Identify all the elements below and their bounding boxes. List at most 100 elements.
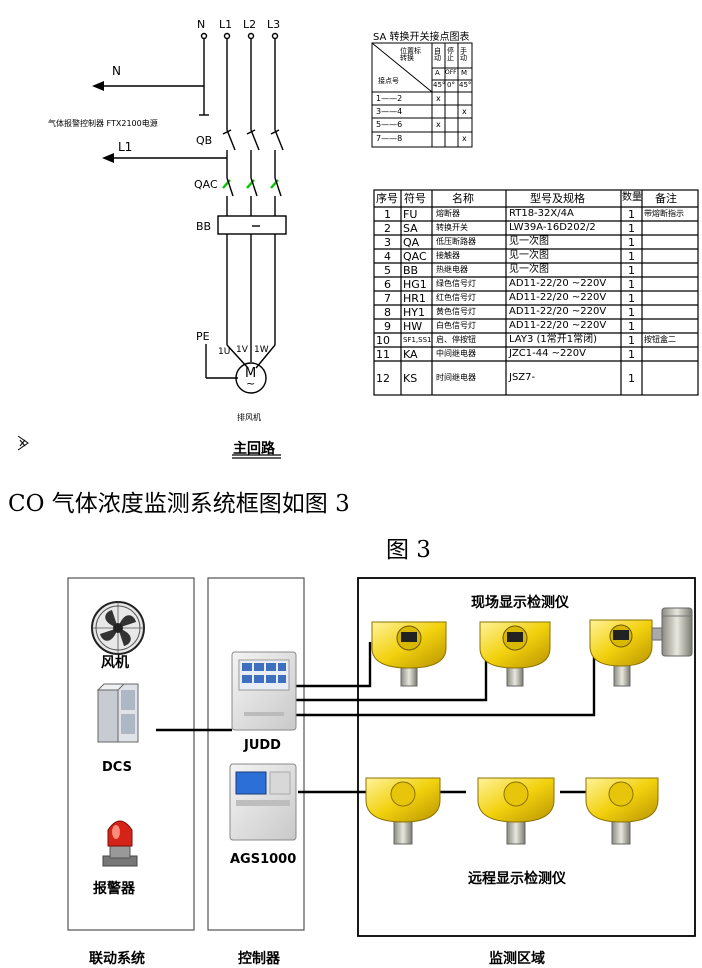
sa-row-mark: x bbox=[462, 134, 467, 143]
wire-label-l1: L1 bbox=[118, 140, 133, 154]
sa-row-contact: 3——4 bbox=[376, 107, 403, 116]
controller-panel bbox=[207, 577, 305, 931]
parts-cell: 转换开关 bbox=[436, 223, 468, 232]
terminal-l1 bbox=[223, 32, 231, 40]
sa-col-auto: 自动 bbox=[434, 47, 441, 62]
sa-row-mark: x bbox=[462, 107, 467, 116]
parts-cell: KA bbox=[403, 347, 418, 361]
parts-cell: HR1 bbox=[403, 291, 426, 305]
motor-symbol: M bbox=[245, 366, 257, 381]
terminal-l3 bbox=[271, 32, 279, 40]
parts-header: 备注 bbox=[655, 192, 677, 205]
controller-power-note: 气体报警控制器 FTX2100电源 bbox=[48, 119, 158, 128]
parts-header: 符号 bbox=[404, 192, 426, 205]
parts-cell: 9 bbox=[384, 319, 391, 333]
sa-row-contact: 7——8 bbox=[376, 134, 403, 143]
parts-cell: 3 bbox=[384, 235, 391, 249]
parts-header: 名称 bbox=[452, 192, 474, 205]
sa-table-grid bbox=[371, 42, 473, 148]
sa-col-auto-code: A bbox=[435, 69, 440, 77]
sa-table-title: SA 转换开关接点图表 bbox=[373, 32, 470, 43]
parts-cell: 10 bbox=[376, 333, 390, 347]
ags1000-controller-icon bbox=[229, 763, 297, 841]
linkage-panel bbox=[67, 577, 195, 931]
parts-cell: 白色信号灯 bbox=[436, 321, 476, 330]
parts-cell: 1 bbox=[384, 207, 391, 221]
block-diagram-frames bbox=[67, 577, 696, 937]
pe-label: PE bbox=[196, 330, 210, 343]
wire-label-n: N bbox=[112, 64, 121, 78]
sa-col-auto-angle: 45° bbox=[433, 81, 446, 89]
parts-cell: 1 bbox=[628, 249, 635, 263]
parts-cell: 见一次图 bbox=[509, 236, 549, 247]
parts-cell: 中间继电器 bbox=[436, 349, 476, 358]
parts-cell: KS bbox=[403, 371, 418, 385]
main-circuit-caption: 主回路 bbox=[233, 441, 275, 457]
parts-cell: HW bbox=[403, 319, 423, 333]
crosshair-icon bbox=[17, 435, 29, 451]
parts-cell: 12 bbox=[376, 371, 390, 385]
parts-cell: 5 bbox=[384, 263, 391, 277]
parts-cell: 启、停按钮 bbox=[436, 335, 476, 344]
parts-cell: 熔断器 bbox=[436, 209, 460, 218]
parts-cell: 1 bbox=[628, 333, 635, 347]
parts-cell: HY1 bbox=[403, 305, 425, 319]
qac-label: QAC bbox=[194, 178, 218, 191]
parts-cell: 热继电器 bbox=[436, 265, 468, 274]
remote-detector-2 bbox=[477, 777, 555, 845]
parts-cell: 1 bbox=[628, 207, 635, 221]
fan-label: 排风机 bbox=[237, 413, 261, 422]
motor-term-1v: 1V bbox=[236, 345, 248, 355]
parts-cell: 1 bbox=[628, 319, 635, 333]
parts-cell: QAC bbox=[403, 249, 427, 263]
terminal-l2 bbox=[247, 32, 255, 40]
dcs-item-label: DCS bbox=[102, 760, 132, 775]
qac-contacts bbox=[222, 179, 279, 189]
terminal-label-l2: L2 bbox=[243, 18, 257, 31]
terminal-label-l3: L3 bbox=[267, 18, 281, 31]
site-detector-2 bbox=[479, 621, 551, 687]
fan-item-label: 风机 bbox=[101, 655, 129, 671]
parts-cell: AD11-22/20 ~220V bbox=[509, 320, 607, 331]
judd-label: JUDD bbox=[244, 738, 281, 753]
sa-col-stop-angle: 0° bbox=[447, 81, 455, 89]
parts-cell: LW39A-16D202/2 bbox=[509, 222, 596, 233]
sa-header-contact: 接点号 bbox=[378, 77, 399, 85]
parts-header: 型号及规格 bbox=[530, 192, 585, 205]
parts-cell: 1 bbox=[628, 221, 635, 235]
parts-cell: QA bbox=[403, 235, 420, 249]
parts-cell: HG1 bbox=[403, 277, 427, 291]
sa-col-manual-code: M bbox=[461, 69, 468, 77]
site-detector-3 bbox=[589, 607, 693, 687]
sa-col-stop-code: OFF bbox=[445, 69, 457, 76]
motor-circle bbox=[235, 362, 267, 394]
parts-cell: 7 bbox=[384, 291, 391, 305]
parts-cell: AD11-22/20 ~220V bbox=[509, 292, 607, 303]
parts-cell: 1 bbox=[628, 277, 635, 291]
parts-cell: 带熔断指示 bbox=[644, 209, 684, 218]
sa-col-stop: 停止 bbox=[447, 47, 454, 62]
ags1000-label: AGS1000 bbox=[230, 852, 297, 867]
remote-detectors-title: 远程显示检测仪 bbox=[468, 871, 566, 887]
parts-cell: 低压断路器 bbox=[436, 237, 476, 246]
site-detector-1 bbox=[371, 621, 447, 687]
sa-col-manual: 手动 bbox=[460, 47, 467, 62]
terminal-label-l1: L1 bbox=[219, 18, 233, 31]
sa-row-mark: x bbox=[436, 94, 441, 103]
parts-cell: 1 bbox=[628, 305, 635, 319]
sa-row-contact: 1——2 bbox=[376, 94, 403, 103]
parts-cell: 按钮盒二 bbox=[644, 335, 676, 344]
sa-col-manual-angle: 45° bbox=[459, 81, 472, 89]
parts-cell: 见一次图 bbox=[509, 250, 549, 261]
figure-label: 图 3 bbox=[386, 537, 431, 563]
motor-term-1w: 1W bbox=[254, 345, 269, 355]
parts-cell: LAY3 (1常开1常闭) bbox=[509, 334, 598, 345]
parts-cell: JZC1-44 ~220V bbox=[509, 348, 586, 359]
parts-cell: 2 bbox=[384, 221, 391, 235]
parts-cell: 接触器 bbox=[436, 251, 460, 260]
monitor-area-footer: 监测区域 bbox=[489, 951, 545, 967]
remote-detector-1 bbox=[365, 777, 441, 845]
bb-label: BB bbox=[196, 220, 212, 233]
terminal-label-n: N bbox=[197, 18, 206, 31]
parts-header: 数量 bbox=[622, 192, 642, 203]
